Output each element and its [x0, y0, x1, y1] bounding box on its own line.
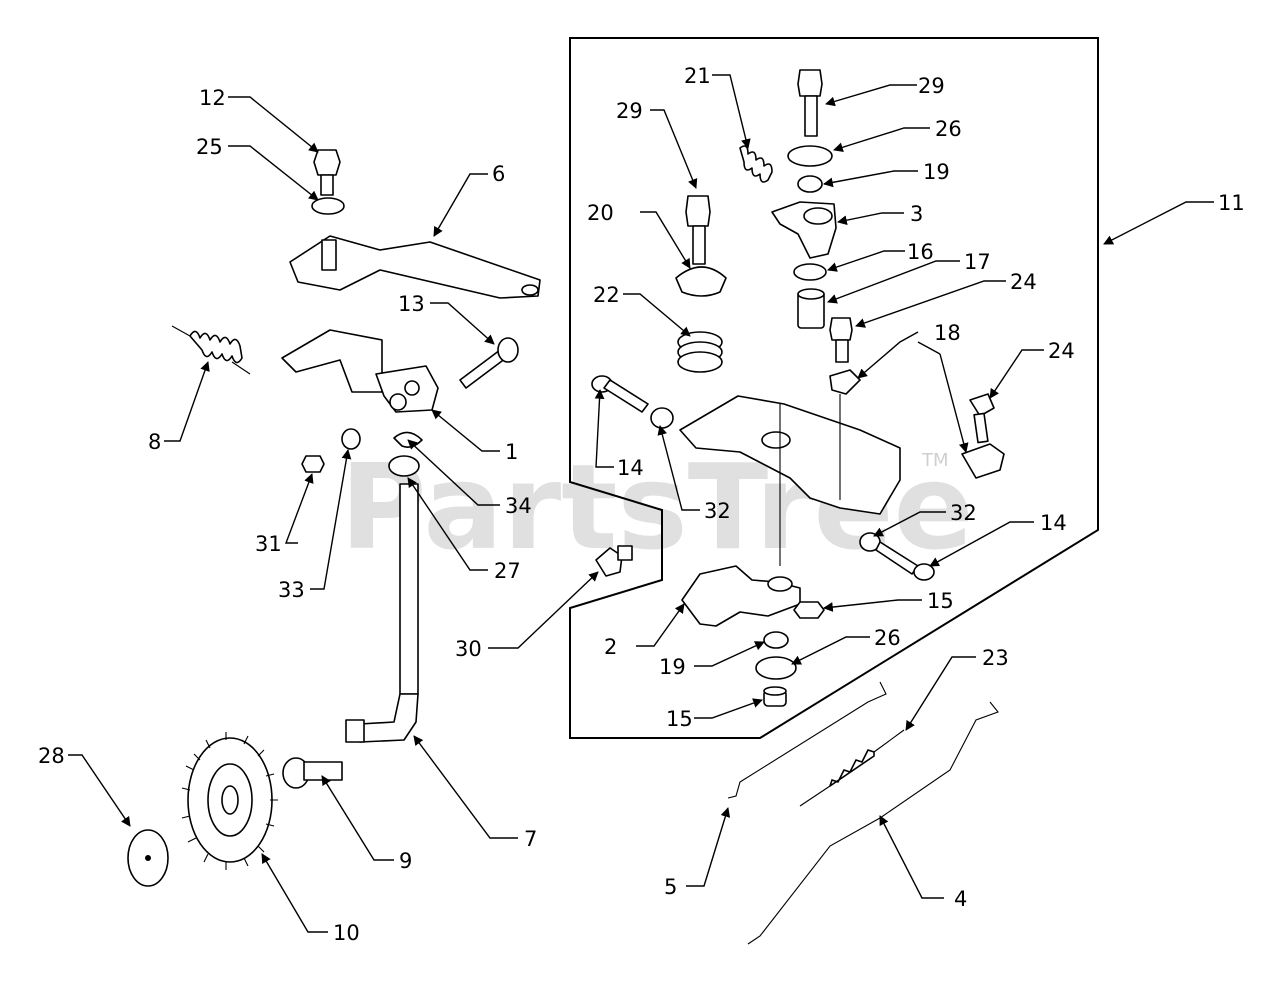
part-nut-31 — [301, 455, 325, 473]
part-washer-16 — [793, 263, 827, 281]
callout-2: 2 — [604, 635, 617, 659]
callout-labels: 12 25 6 13 8 1 34 31 33 27 30 7 9 10 28 … — [38, 64, 1245, 945]
part-nut-32-left — [650, 407, 674, 429]
part-washer-19-top — [797, 175, 823, 193]
callout-34: 34 — [505, 494, 532, 518]
callout-30: 30 — [455, 637, 482, 661]
part-washer-33 — [341, 428, 361, 450]
part-bolt-14-right — [875, 541, 935, 581]
callout-29-left: 29 — [616, 99, 643, 123]
callout-6: 6 — [492, 162, 505, 186]
part-washer-19-bottom — [763, 631, 789, 649]
callout-12: 12 — [199, 86, 226, 110]
part-bolt-14-left — [591, 375, 649, 413]
part-rod-4 — [747, 701, 999, 945]
callout-19-bottom: 19 — [659, 655, 686, 679]
callout-32-left: 32 — [704, 499, 731, 523]
callout-24-center: 24 — [1010, 270, 1037, 294]
callout-32-right: 32 — [950, 501, 977, 525]
callout-8: 8 — [148, 430, 161, 454]
callout-4: 4 — [954, 887, 967, 911]
callout-29-right: 29 — [918, 74, 945, 98]
part-nut-15-top — [793, 601, 825, 619]
part-main-bracket — [679, 369, 1005, 566]
part-bushing-15-bottom — [763, 686, 787, 707]
part-spacer-17 — [797, 288, 825, 329]
part-washer-26-bottom — [755, 656, 797, 680]
part-bolt-12 — [313, 149, 341, 196]
callout-26-bottom: 26 — [874, 626, 901, 650]
callout-19-top: 19 — [923, 160, 950, 184]
part-rod-5 — [727, 681, 887, 799]
callout-3: 3 — [910, 202, 923, 226]
callout-9: 9 — [399, 849, 412, 873]
leader-lines — [68, 74, 1214, 933]
callout-10: 10 — [333, 921, 360, 945]
part-shaft-7 — [345, 483, 419, 743]
callout-15-top: 15 — [927, 589, 954, 613]
part-spring-23 — [799, 729, 905, 807]
callout-26-top: 26 — [935, 117, 962, 141]
part-disc-28 — [127, 829, 169, 887]
callout-25: 25 — [196, 135, 223, 159]
part-bolt-24-center — [829, 317, 853, 363]
callout-27: 27 — [494, 559, 521, 583]
part-bushing-27 — [388, 455, 420, 477]
callout-23: 23 — [982, 646, 1009, 670]
part-bolt-29-left — [685, 195, 711, 265]
callout-22: 22 — [593, 283, 620, 307]
callout-7: 7 — [524, 827, 537, 851]
callout-17: 17 — [964, 250, 991, 274]
part-washer-25 — [311, 197, 345, 215]
callout-15-bottom: 15 — [666, 707, 693, 731]
part-bushing-20 — [675, 266, 727, 297]
callout-1: 1 — [505, 440, 518, 464]
callout-11: 11 — [1218, 191, 1245, 215]
callout-13: 13 — [398, 292, 425, 316]
part-spring-22 — [677, 331, 723, 373]
callout-14-left: 14 — [617, 456, 644, 480]
callout-14-right: 14 — [1040, 511, 1067, 535]
part-bolt-24-right — [969, 393, 995, 444]
part-bolt-29-right — [797, 69, 823, 137]
callout-18: 18 — [934, 321, 961, 345]
callout-5: 5 — [664, 875, 677, 899]
part-washer-26-top — [787, 145, 833, 167]
part-axle-9 — [282, 757, 343, 789]
part-lever-6 — [289, 235, 541, 299]
part-screw-13 — [459, 337, 519, 389]
callout-28: 28 — [38, 744, 65, 768]
part-lever-3 — [771, 201, 837, 259]
part-fitting-30 — [595, 545, 633, 577]
callout-33: 33 — [278, 578, 305, 602]
assembly-outline — [569, 37, 1099, 739]
part-spring-21 — [739, 145, 773, 183]
part-bracket-2 — [681, 565, 801, 627]
watermark-trademark: TM — [921, 450, 949, 471]
callout-20: 20 — [587, 201, 614, 225]
part-gear-10 — [181, 732, 278, 870]
part-bracket-1 — [281, 329, 439, 413]
callout-21: 21 — [684, 64, 711, 88]
callout-16: 16 — [907, 240, 934, 264]
callout-31: 31 — [255, 532, 282, 556]
callout-24-right: 24 — [1048, 339, 1075, 363]
part-spring-8 — [171, 325, 251, 375]
